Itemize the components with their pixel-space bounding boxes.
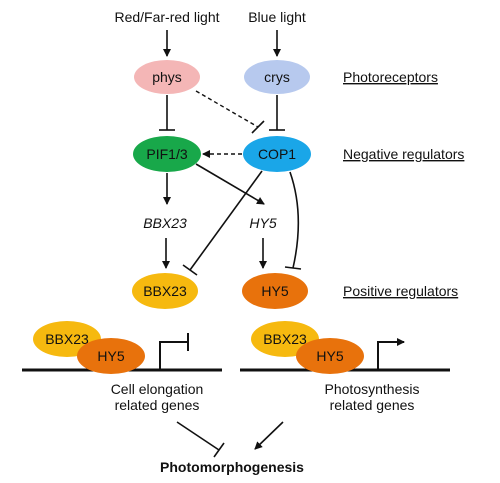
inhibit-cop1-bbx23 bbox=[189, 170, 263, 271]
hy5-gene-label: HY5 bbox=[249, 215, 276, 231]
negative-regulators-label: Negative regulators bbox=[343, 146, 464, 162]
pif-node bbox=[133, 136, 201, 172]
inhibit-cop1-hy5 bbox=[289, 171, 300, 269]
right-hy5-label: HY5 bbox=[316, 348, 343, 364]
cop1-label: COP1 bbox=[258, 146, 296, 162]
right-promoter-activate bbox=[377, 338, 405, 370]
photoreceptors-label: Photoreceptors bbox=[343, 69, 438, 85]
left-caption-line2: related genes bbox=[115, 397, 200, 413]
inhibit-left-outcome bbox=[176, 421, 220, 451]
inhibit-cop1-hy5-bar bbox=[284, 266, 302, 270]
crys-node bbox=[244, 60, 310, 94]
crys-label: crys bbox=[264, 69, 290, 85]
dashed-inhibit-phys-cop1 bbox=[195, 90, 259, 128]
bbx23-protein-label: BBX23 bbox=[143, 283, 187, 299]
red-light-label: Red/Far-red light bbox=[114, 9, 219, 25]
dashed-inhibit-phys-cop1-bar bbox=[251, 120, 265, 134]
cop1-node bbox=[243, 136, 311, 172]
left-caption-line1: Cell elongation bbox=[111, 381, 204, 397]
left-promoter-repress bbox=[159, 341, 187, 370]
blue-light-label: Blue light bbox=[248, 9, 306, 25]
inhibit-left-outcome-bar bbox=[213, 442, 225, 458]
arrow-pif-hy5-gene bbox=[195, 163, 265, 205]
phys-node bbox=[134, 60, 200, 94]
bbx23-gene-label: BBX23 bbox=[143, 215, 187, 231]
left-hy5-label: HY5 bbox=[97, 348, 124, 364]
right-hy5-complex bbox=[296, 338, 364, 374]
bbx23-protein-node bbox=[132, 273, 198, 309]
positive-regulators-label: Positive regulators bbox=[343, 283, 458, 299]
photomorphogenesis-label: Photomorphogenesis bbox=[160, 459, 304, 475]
right-caption-line2: related genes bbox=[330, 397, 415, 413]
pif-label: PIF1/3 bbox=[146, 146, 187, 162]
inhibit-cop1-bbx23-bar bbox=[182, 264, 198, 276]
hy5-protein-node bbox=[242, 273, 308, 309]
right-caption-line1: Photosynthesis bbox=[325, 381, 420, 397]
arrow-right-outcome bbox=[254, 421, 284, 450]
right-bbx23-label: BBX23 bbox=[263, 331, 307, 347]
phys-label: phys bbox=[152, 69, 182, 85]
hy5-protein-label: HY5 bbox=[261, 283, 288, 299]
left-bbx23-label: BBX23 bbox=[45, 331, 89, 347]
left-hy5-complex bbox=[77, 338, 145, 374]
